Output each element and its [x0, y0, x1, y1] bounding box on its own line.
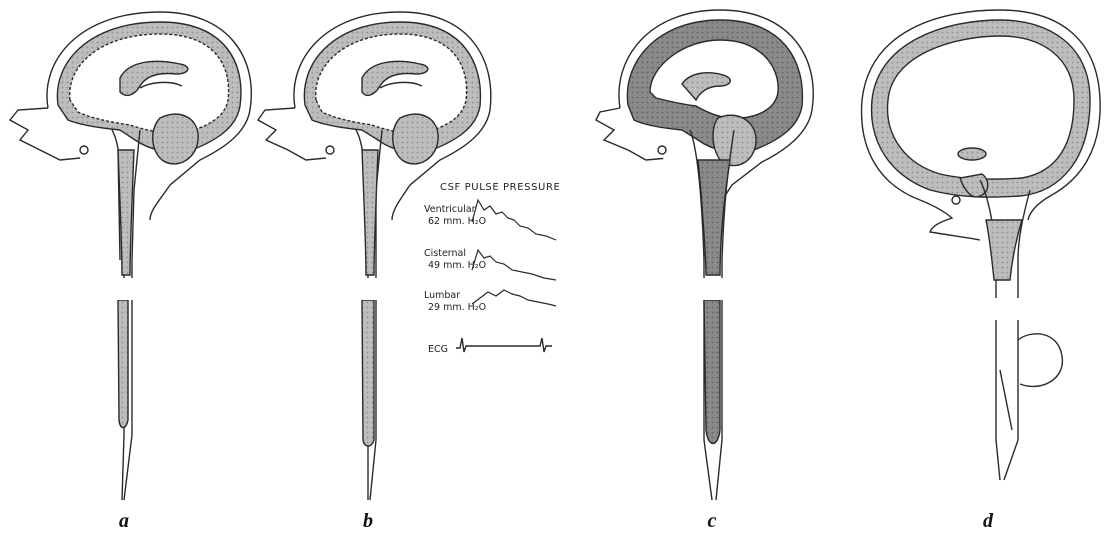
panel-d-diagram — [862, 10, 1101, 480]
panel-label-c: c — [692, 510, 732, 533]
trace-cisternal-value: 49 mm. H₂O — [428, 260, 486, 271]
panel-c-diagram — [596, 10, 813, 500]
trace-cisternal-name: Cisternal — [424, 248, 466, 259]
trace-ventricular-name: Ventricular — [424, 204, 476, 215]
ecg-trace — [456, 338, 552, 352]
trace-ventricular-value: 62 mm. H₂O — [428, 216, 486, 227]
panel-label-b: b — [348, 510, 388, 533]
trace-title: CSF PULSE PRESSURE — [440, 182, 560, 193]
trace-lumbar-name: Lumbar — [424, 290, 460, 301]
csf-pressure-traces: CSF PULSE PRESSURE Ventricular 62 mm. H₂… — [424, 182, 560, 355]
panel-a-diagram — [10, 12, 251, 500]
panel-label-a: a — [104, 510, 144, 533]
ecg-label: ECG — [428, 344, 448, 355]
panel-label-d: d — [968, 510, 1008, 533]
trace-lumbar-value: 29 mm. H₂O — [428, 302, 486, 313]
